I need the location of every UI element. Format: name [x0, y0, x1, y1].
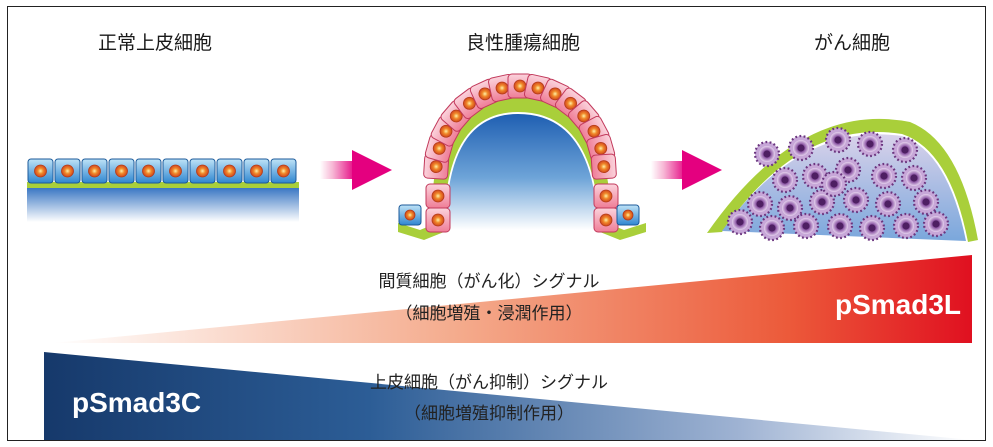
stage-title-cancer: がん細胞	[814, 32, 890, 54]
cancer-illustration	[707, 118, 978, 242]
progression-arrow-2	[651, 150, 722, 190]
normal-cell	[616, 204, 640, 226]
cancer-cell	[856, 130, 884, 158]
normal-cell	[54, 158, 81, 184]
cancer-cell	[900, 164, 928, 192]
cancer-cell	[912, 188, 940, 216]
normal-cell	[243, 158, 270, 184]
normal-cell	[81, 158, 108, 184]
normal-cell	[27, 158, 54, 184]
normal-cell	[270, 158, 297, 184]
cancer-cell	[820, 170, 848, 198]
cancer-cell	[792, 212, 820, 240]
stage-title-benign: 良性腫瘍細胞	[466, 32, 580, 54]
stromal-signal-wedge	[52, 255, 972, 343]
cancer-cell	[874, 190, 902, 218]
cancer-cell	[787, 134, 815, 162]
stromal-signal-effect: （細胞増殖・浸潤作用）	[396, 304, 583, 324]
cancer-cell	[753, 140, 781, 168]
normal-cell	[108, 158, 135, 184]
cancer-cell	[726, 208, 754, 236]
progression-arrow-1	[320, 150, 392, 190]
tumor-cell	[425, 183, 451, 209]
normal-epithelium-illustration	[27, 158, 299, 222]
cancer-cell	[808, 188, 836, 216]
tumor-cell	[425, 207, 451, 233]
pSmad3C-label: pSmad3C	[72, 387, 201, 418]
epithelial-signal-label: 上皮細胞（がん抑制）シグナル	[370, 373, 608, 393]
pSmad3L-label: pSmad3L	[835, 289, 961, 320]
stromal-signal-label: 間質細胞（がん化）シグナル	[379, 272, 600, 292]
cancer-cell	[891, 136, 919, 164]
normal-cell	[162, 158, 189, 184]
cancer-cell	[746, 190, 774, 218]
cancer-cell	[858, 214, 886, 242]
tumor-cell	[593, 207, 619, 233]
cancer-cell	[826, 212, 854, 240]
cancer-cell	[870, 162, 898, 190]
benign-tumor-illustration	[398, 73, 646, 240]
tumor-cell	[590, 153, 617, 180]
cancer-cell	[771, 166, 799, 194]
cancer-cell	[776, 194, 804, 222]
normal-cell	[135, 158, 162, 184]
epithelial-signal-wedge	[44, 352, 972, 440]
cancer-cell	[922, 210, 950, 238]
cancer-cell	[758, 214, 786, 242]
tumor-cell	[593, 183, 619, 209]
normal-cell	[216, 158, 243, 184]
cancer-cell	[842, 186, 870, 214]
stage-title-normal: 正常上皮細胞	[98, 32, 212, 54]
cancer-cell	[824, 126, 852, 154]
normal-cell	[189, 158, 216, 184]
normal-cell	[398, 204, 422, 226]
epithelial-signal-effect: （細胞増殖抑制作用）	[404, 404, 574, 424]
cancer-cell	[892, 212, 920, 240]
